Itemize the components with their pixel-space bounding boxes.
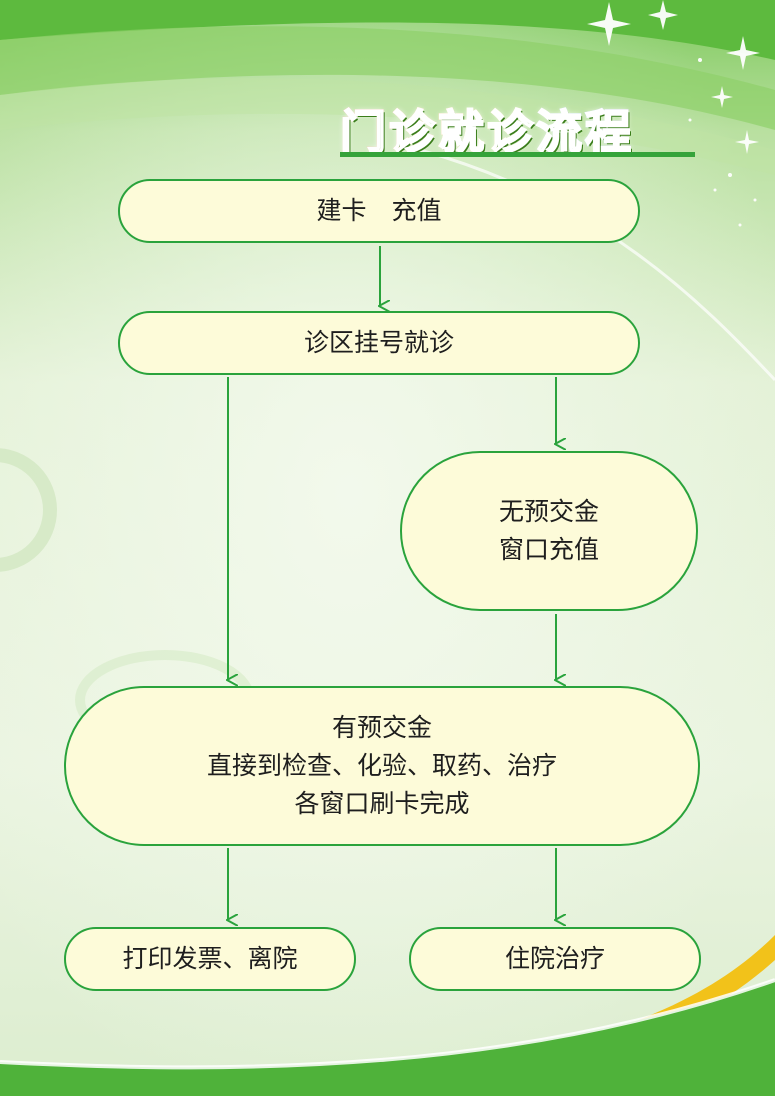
title-block: 门诊就诊流程 xyxy=(339,92,720,164)
node-has-deposit-line1: 有预交金 xyxy=(331,713,432,742)
node-register: 诊区挂号就诊 xyxy=(118,311,640,375)
title-underline xyxy=(340,152,695,157)
node-no-deposit-line2: 窗口充值 xyxy=(498,535,599,564)
node-build-card-label: 建卡 充值 xyxy=(316,196,442,225)
node-print-invoice: 打印发票、离院 xyxy=(64,927,356,991)
node-has-deposit: 有预交金 直接到检查、化验、取药、治疗 各窗口刷卡完成 xyxy=(64,686,700,846)
node-no-deposit-line1: 无预交金 xyxy=(498,497,599,526)
node-build-card: 建卡 充值 xyxy=(118,179,640,243)
node-no-deposit: 无预交金 窗口充值 xyxy=(400,451,698,611)
node-register-label: 诊区挂号就诊 xyxy=(303,328,454,357)
node-has-deposit-line2: 直接到检查、化验、取药、治疗 xyxy=(206,751,557,780)
page-title: 门诊就诊流程 xyxy=(339,96,634,162)
node-hospitalize: 住院治疗 xyxy=(409,927,701,991)
node-hospitalize-label: 住院治疗 xyxy=(504,944,605,973)
node-print-invoice-label: 打印发票、离院 xyxy=(122,944,298,973)
node-has-deposit-line3: 各窗口刷卡完成 xyxy=(294,789,470,818)
